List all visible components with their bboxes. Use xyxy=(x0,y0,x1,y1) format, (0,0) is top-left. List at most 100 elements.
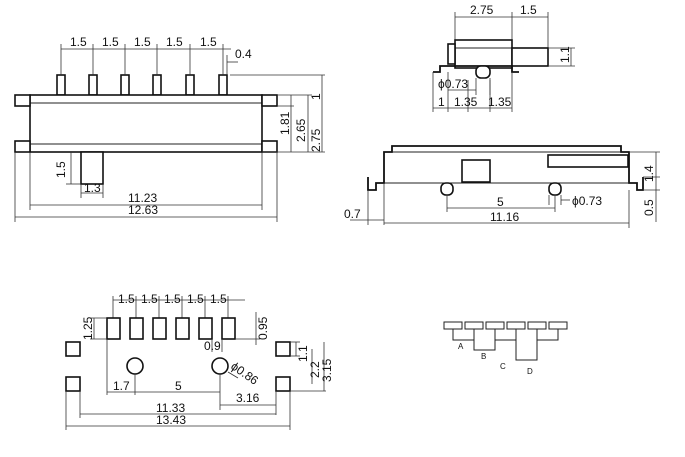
mount-tab xyxy=(14,94,31,107)
actuator-height-label: 1.5 xyxy=(54,161,68,178)
pitch-label: 1.5 xyxy=(141,292,158,306)
schematic-link xyxy=(495,329,517,341)
pitch-dimension xyxy=(60,44,238,75)
mount-span-label: 3.15 xyxy=(320,358,334,382)
outer-span-label: 13.43 xyxy=(156,413,186,427)
hole-offset-label: 5 xyxy=(175,379,182,393)
actuator-ext-label: 1.5 xyxy=(520,3,537,17)
hole-offset-label: 1.7 xyxy=(113,379,130,393)
pitch-label: 1.5 xyxy=(187,292,204,306)
pad xyxy=(152,317,167,340)
hole-diameter-label: ϕ0.73 xyxy=(572,194,602,208)
schematic-contact xyxy=(548,321,568,330)
side-leads xyxy=(433,65,519,73)
side-view: 1.4 0.5 0.7 5 ϕ0.73 11.16 xyxy=(344,145,660,228)
body-width-label: 2.75 xyxy=(470,3,494,17)
pin xyxy=(218,74,228,96)
pin-length-label: 1 xyxy=(309,93,323,100)
mount-pad xyxy=(275,376,291,392)
offset-label: 1.35 xyxy=(454,95,478,109)
peg-spacing-label: 5 xyxy=(497,195,504,209)
side-detail-view: 2.75 1.5 1.1 ϕ0.73 1 1.35 1.35 xyxy=(432,3,575,112)
pcb-footprint: 1.5 1.5 1.5 1.5 1.5 1.25 0.95 0.9 ϕ0.86 xyxy=(65,292,334,430)
mount-pad-label: 1.1 xyxy=(296,345,310,362)
hole-offset-label: 3.16 xyxy=(236,391,260,405)
mount-tab xyxy=(261,94,278,107)
pad xyxy=(129,317,144,340)
schematic-contact xyxy=(485,321,505,330)
mount-span-label: 2.2 xyxy=(308,361,322,378)
pitch-label: 1.5 xyxy=(102,35,119,49)
pad-height-label: 1.25 xyxy=(81,316,95,340)
length-dimensions xyxy=(14,152,278,222)
pad xyxy=(106,317,121,340)
pin xyxy=(152,74,162,96)
front-pins xyxy=(56,74,228,96)
mount-tab xyxy=(14,140,31,153)
body-length-label: 11.23 xyxy=(128,191,157,205)
schematic-contact xyxy=(527,321,547,330)
hole-diameter-label: ϕ0.86 xyxy=(228,359,261,388)
pad xyxy=(198,317,213,340)
front-view: 1.5 1.5 1.5 1.5 1.5 0.4 1.81 2.65 2.75 1 xyxy=(14,35,325,222)
mount-pad xyxy=(275,341,291,357)
schematic-link xyxy=(515,329,538,361)
height-total-label: 1.4 xyxy=(642,165,656,182)
hole-diameter-label: ϕ0.73 xyxy=(438,77,468,91)
total-height-label: 2.75 xyxy=(309,128,323,152)
actuator-height-label: 1.1 xyxy=(558,46,572,63)
mount-tab xyxy=(261,140,278,153)
pin xyxy=(88,74,98,96)
pad xyxy=(175,317,190,340)
pad-gap-label: 0.95 xyxy=(256,316,270,340)
offset-label: 1.35 xyxy=(488,95,512,109)
side-peg-right xyxy=(548,182,562,196)
actuator-width-label: 1.3 xyxy=(84,181,101,195)
schematic-contact xyxy=(506,321,526,330)
side-top-plate xyxy=(547,154,629,168)
side-slider xyxy=(461,159,491,183)
mount-pad xyxy=(65,341,81,357)
circuit-schematic: A B C D xyxy=(443,321,568,376)
side-body xyxy=(454,39,513,69)
pitch-label: 1.5 xyxy=(134,35,151,49)
pitch-label: 1.5 xyxy=(118,292,135,306)
pin xyxy=(120,74,130,96)
inner-span-label: 11.33 xyxy=(156,401,185,415)
schematic-link xyxy=(452,329,475,341)
foot-ext-label: 0.7 xyxy=(344,207,361,221)
pad xyxy=(221,317,236,340)
signal-pads xyxy=(106,317,236,340)
schematic-label-a: A xyxy=(458,342,464,351)
side-peg xyxy=(475,65,491,79)
mount-pad xyxy=(65,376,81,392)
mount-hole-right xyxy=(211,357,229,375)
schematic-label-b: B xyxy=(481,352,486,361)
pitch-label: 1.5 xyxy=(164,292,181,306)
pin xyxy=(56,74,66,96)
pad-width-label: 0.9 xyxy=(204,339,221,353)
offset-label: 1 xyxy=(438,95,445,109)
side-tab xyxy=(447,43,456,65)
overall-length-label: 11.16 xyxy=(490,210,519,224)
body-height-label: 2.65 xyxy=(294,118,308,142)
total-length-label: 12.63 xyxy=(128,203,158,217)
side-actuator xyxy=(511,47,549,67)
schematic-link xyxy=(537,329,559,341)
schematic-label-d: D xyxy=(527,367,533,376)
pitch-label: 1.5 xyxy=(200,35,217,49)
pitch-label: 1.5 xyxy=(166,35,183,49)
pitch-label: 1.5 xyxy=(210,292,227,306)
tab-height-label: 1.81 xyxy=(278,111,292,135)
schematic-label-c: C xyxy=(500,362,506,371)
schematic-contact xyxy=(464,321,484,330)
schematic-link xyxy=(473,329,496,351)
side-outline xyxy=(367,145,644,191)
side-peg-left xyxy=(440,182,454,196)
switch-body xyxy=(29,94,263,153)
actuator xyxy=(80,151,104,185)
height-dimensions xyxy=(230,74,325,153)
pin xyxy=(185,74,195,96)
